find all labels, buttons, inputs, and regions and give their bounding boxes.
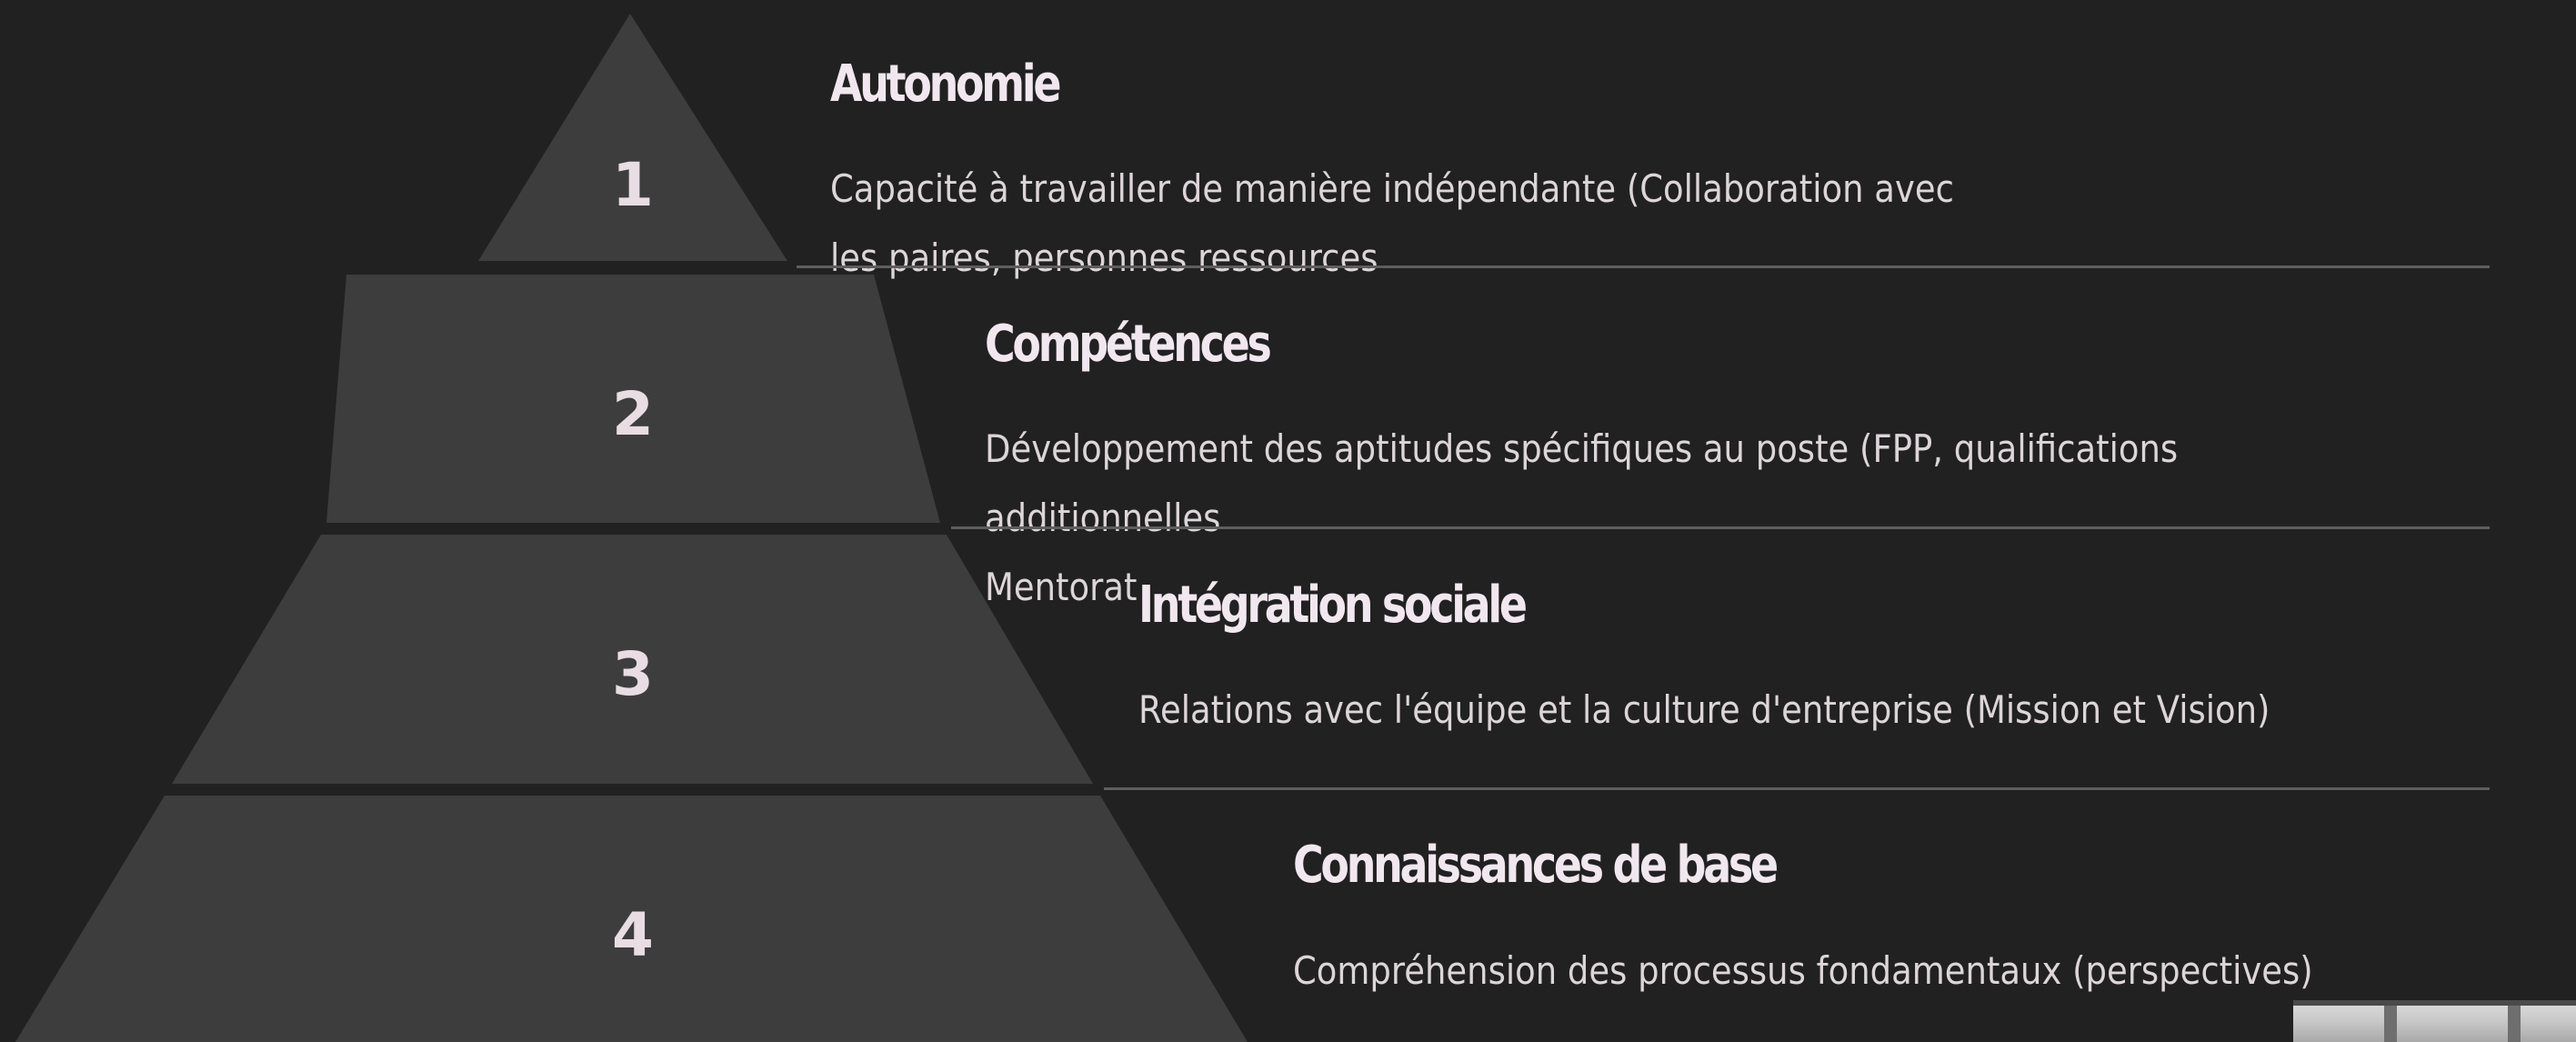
pyramid-tier-4 bbox=[15, 796, 1248, 1042]
level-1-title: Autonomie bbox=[830, 55, 1061, 114]
level-3-divider bbox=[1104, 787, 2490, 790]
tier-number-3: 3 bbox=[612, 639, 654, 709]
level-4-title: Connaissances de base bbox=[1293, 836, 1779, 895]
level-1-description: Capacité à travailler de manière indépen… bbox=[830, 166, 1954, 280]
corner-photo-thumbnail bbox=[2293, 1000, 2576, 1042]
pyramid-tier-3 bbox=[172, 535, 1093, 784]
tier-number-2: 2 bbox=[612, 379, 654, 449]
level-2-divider bbox=[951, 526, 2490, 529]
pyramid: 1 2 3 4 bbox=[15, 14, 1248, 1042]
level-2-description: Développement des aptitudes spécifiques … bbox=[985, 426, 2179, 609]
pyramid-tier-1 bbox=[478, 14, 787, 261]
level-2-title: Compétences bbox=[985, 315, 1272, 374]
level-3-title: Intégration sociale bbox=[1138, 576, 1528, 635]
level-3-description: Relations avec l'équipe et la culture d'… bbox=[1138, 687, 2270, 732]
level-1-divider bbox=[797, 266, 2490, 268]
tier-number-1: 1 bbox=[612, 150, 654, 220]
tier-number-4: 4 bbox=[612, 900, 654, 970]
level-4-description: Compréhension des processus fondamentaux… bbox=[1293, 948, 2313, 993]
pyramid-tier-2 bbox=[326, 275, 940, 523]
